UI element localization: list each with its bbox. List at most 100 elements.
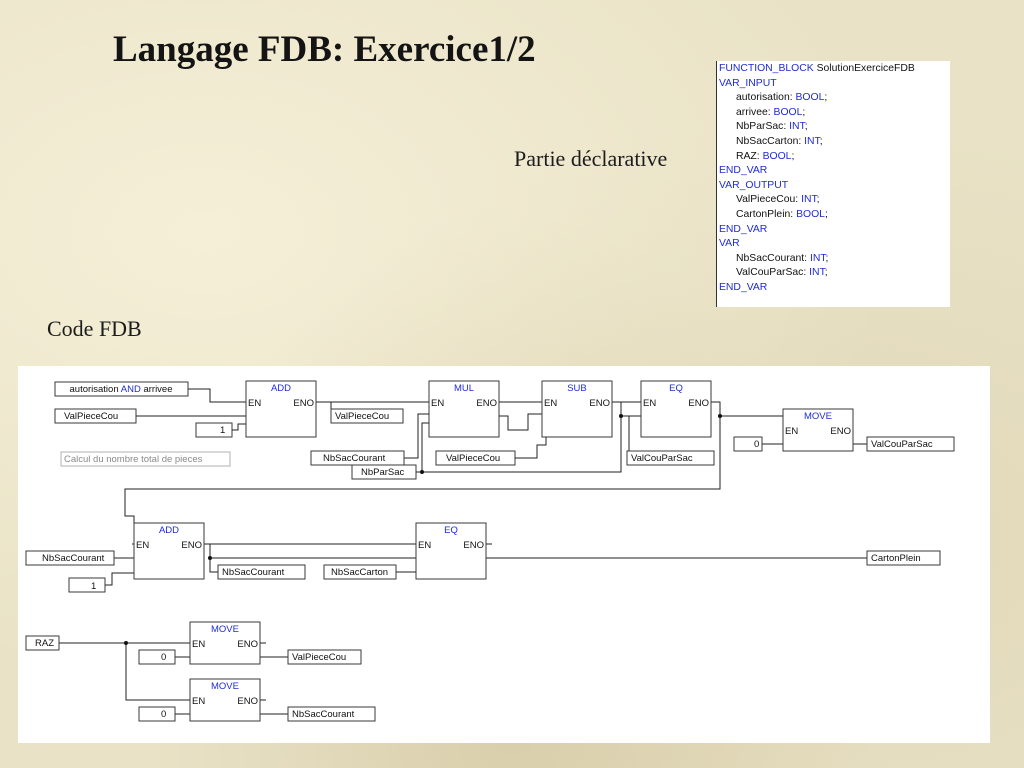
- decl-input-line: autorisation: BOOL;: [736, 92, 828, 104]
- valpiececou-input-box: ValPieceCou: [54, 408, 137, 424]
- const-1-box-row2: 1: [68, 577, 106, 593]
- svg-text:0: 0: [161, 709, 166, 720]
- valpiececou-input-box-2: ValPieceCou: [435, 450, 516, 466]
- nbsaccourant-input-box-row2: NbSacCourant: [25, 550, 115, 566]
- const-0-box-a: 0: [138, 649, 176, 665]
- svg-text:EN: EN: [643, 398, 656, 409]
- move-block-b: MOVE EN ENO: [189, 678, 261, 722]
- decl-output-line: CartonPlein: BOOL;: [736, 208, 828, 220]
- decl-var-input: VAR_INPUT: [719, 77, 777, 89]
- svg-text:EQ: EQ: [444, 525, 458, 536]
- valcouparsac-output-box: ValCouParSac: [626, 450, 715, 466]
- decl-end-var: END_VAR: [719, 223, 768, 235]
- decl-var: VAR: [719, 238, 740, 250]
- svg-text:ValCouParSac: ValCouParSac: [631, 453, 693, 464]
- decl-input-line: NbParSac: INT;: [736, 121, 808, 133]
- nbsaccourant-input-box: NbSacCourant: [310, 450, 405, 466]
- svg-text:RAZ: RAZ: [35, 638, 54, 649]
- svg-text:MOVE: MOVE: [804, 411, 832, 422]
- add-block-row2: ADD EN ENO: [133, 522, 205, 580]
- nbparsac-input-box: NbParSac: [351, 464, 417, 480]
- mul-block: MUL EN ENO: [428, 380, 500, 438]
- svg-text:ValPieceCou: ValPieceCou: [64, 411, 118, 422]
- decl-output-line: ValPieceCou: INT;: [736, 194, 820, 206]
- nbsaccarton-input-box: NbSacCarton: [323, 564, 397, 580]
- nbsaccourant-output-box-row3: NbSacCourant: [287, 706, 376, 722]
- svg-text:CartonPlein: CartonPlein: [871, 553, 921, 564]
- valpiececou-output-box: ValPieceCou: [330, 408, 404, 424]
- svg-text:MUL: MUL: [454, 383, 474, 394]
- valcouparsac-output-box-2: ValCouParSac: [866, 436, 955, 452]
- svg-text:ENO: ENO: [589, 398, 610, 409]
- svg-text:ENO: ENO: [237, 639, 258, 650]
- decl-input-line: RAZ: BOOL;: [736, 150, 795, 162]
- eq-block-row2: EQ EN ENO: [415, 522, 487, 580]
- move-block: MOVE EN ENO: [782, 408, 854, 452]
- svg-text:EN: EN: [418, 540, 431, 551]
- decl-var-output: VAR_OUTPUT: [719, 179, 789, 191]
- declaration-caption: Partie déclarative: [514, 146, 668, 171]
- move-block-a: MOVE EN ENO: [189, 621, 261, 665]
- const-0-box-b: 0: [138, 706, 176, 722]
- svg-text:NbSacCarton: NbSacCarton: [331, 567, 388, 578]
- svg-text:ENO: ENO: [476, 398, 497, 409]
- svg-text:autorisation AND arrivee: autorisation AND arrivee: [70, 384, 173, 395]
- svg-text:EN: EN: [136, 540, 149, 551]
- svg-text:Calcul du nombre total de piec: Calcul du nombre total de pieces: [64, 454, 203, 465]
- svg-text:EN: EN: [544, 398, 557, 409]
- fbd-diagram: autorisation AND arrivee ValPieceCou 1 C…: [25, 380, 955, 722]
- comment-box: Calcul du nombre total de pieces: [60, 451, 231, 467]
- svg-text:EN: EN: [248, 398, 261, 409]
- svg-text:ADD: ADD: [271, 383, 291, 394]
- svg-text:ENO: ENO: [293, 398, 314, 409]
- svg-text:ENO: ENO: [463, 540, 484, 551]
- svg-text:NbSacCourant: NbSacCourant: [222, 567, 285, 578]
- svg-text:EN: EN: [785, 426, 798, 437]
- svg-text:NbParSac: NbParSac: [361, 467, 405, 478]
- svg-text:SUB: SUB: [567, 383, 587, 394]
- svg-text:NbSacCourant: NbSacCourant: [323, 453, 386, 464]
- svg-text:ValPieceCou: ValPieceCou: [446, 453, 500, 464]
- sub-block: SUB EN ENO: [541, 380, 613, 438]
- svg-text:ENO: ENO: [688, 398, 709, 409]
- svg-text:MOVE: MOVE: [211, 681, 239, 692]
- svg-text:ValCouParSac: ValCouParSac: [871, 439, 933, 450]
- const-0-box: 0: [733, 436, 763, 452]
- svg-text:ENO: ENO: [237, 696, 258, 707]
- decl-header: FUNCTION_BLOCK SolutionExerciceFDB: [719, 63, 915, 74]
- raz-input-box: RAZ: [25, 635, 60, 651]
- svg-text:1: 1: [220, 425, 225, 436]
- svg-text:ValPieceCou: ValPieceCou: [292, 652, 346, 663]
- svg-text:ENO: ENO: [830, 426, 851, 437]
- svg-text:NbSacCourant: NbSacCourant: [42, 553, 105, 564]
- svg-text:EQ: EQ: [669, 383, 683, 394]
- svg-text:0: 0: [161, 652, 166, 663]
- valpiececou-output-box-row3: ValPieceCou: [287, 649, 362, 665]
- decl-end-var: END_VAR: [719, 165, 768, 177]
- const-1-box: 1: [195, 422, 233, 438]
- svg-text:EN: EN: [431, 398, 444, 409]
- decl-local-line: ValCouParSac: INT;: [736, 267, 828, 279]
- add-block: ADD EN ENO: [245, 380, 317, 438]
- declaration-panel: FUNCTION_BLOCK SolutionExerciceFDB VAR_I…: [716, 61, 950, 307]
- cond-input-box: autorisation AND arrivee: [54, 381, 189, 397]
- svg-text:1: 1: [91, 581, 96, 592]
- slide-title: Langage FDB: Exercice1/2: [113, 29, 536, 70]
- decl-local-line: NbSacCourant: INT;: [736, 252, 829, 264]
- eq-block: EQ EN ENO: [640, 380, 712, 438]
- decl-end-var: END_VAR: [719, 281, 768, 293]
- decl-input-line: arrivee: BOOL;: [736, 106, 806, 118]
- svg-text:MOVE: MOVE: [211, 624, 239, 635]
- svg-text:ADD: ADD: [159, 525, 179, 536]
- fbd-diagram-panel: autorisation AND arrivee ValPieceCou 1 C…: [18, 366, 990, 743]
- svg-text:EN: EN: [192, 696, 205, 707]
- nbsaccourant-output-box-row2: NbSacCourant: [217, 564, 306, 580]
- code-caption: Code FDB: [47, 316, 142, 341]
- svg-text:ENO: ENO: [181, 540, 202, 551]
- svg-text:NbSacCourant: NbSacCourant: [292, 709, 355, 720]
- cartonplein-output-box: CartonPlein: [866, 550, 941, 566]
- svg-text:EN: EN: [192, 639, 205, 650]
- decl-input-line: NbSacCarton: INT;: [736, 135, 823, 147]
- svg-text:ValPieceCou: ValPieceCou: [335, 411, 389, 422]
- svg-text:0: 0: [754, 439, 759, 450]
